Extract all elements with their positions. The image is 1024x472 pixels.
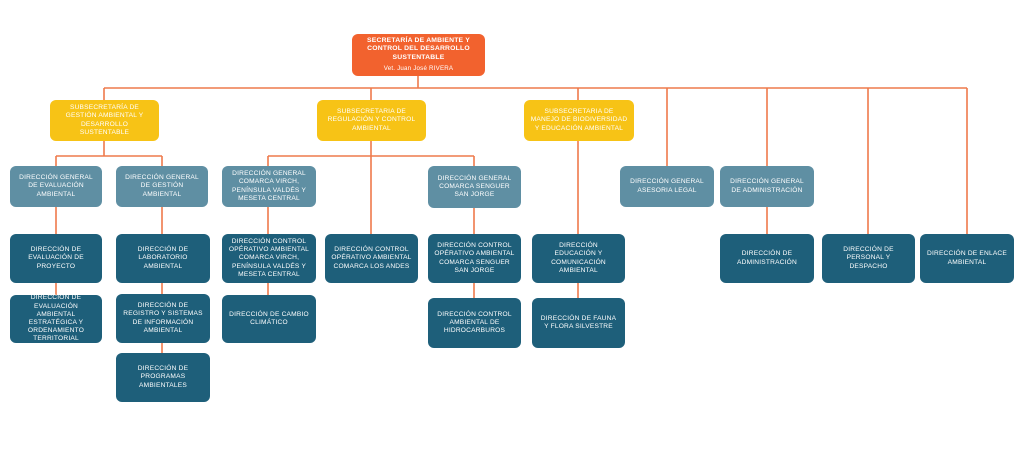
dir-fauna-flora: DIRECCIÓN DE FAUNA Y FLORA SILVESTRE	[532, 298, 625, 348]
dir-personal-despacho: DIRECCIÓN DE PERSONAL Y DESPACHO	[822, 234, 915, 283]
dir-laboratorio-ambiental: DIRECCIÓN DE LABORATORIO AMBIENTAL	[116, 234, 210, 283]
secretaria-box: SECRETARÍA de AMBIENTE y CONTROL del DES…	[352, 34, 485, 76]
dg-evaluacion-ambiental: DIRECCIÓN GENERAL DE EVALUACIÓN AMBIENTA…	[10, 166, 102, 207]
dir-programas-ambientales: DIRECCIÓN DE PROGRAMAS AMBIENTALES	[116, 353, 210, 402]
dg-comarca-senguer: DIRECCIÓN GENERAL COMARCA SENGUER SAN JO…	[428, 166, 521, 208]
dir-enlace-ambiental: DIRECCIÓN DE ENLACE AMBIENTAL	[920, 234, 1014, 283]
dir-evaluacion-estrategica: DIRECCIÓN DE EVALUACIÓN AMBIENTAL ESTRAT…	[10, 294, 102, 343]
dir-educacion-comunicacion: DIRECCIÓN EDUCACIÓN Y COMUNICACIÓN AMBIE…	[532, 234, 625, 283]
dir-control-senguer: DIRECCIÓN CONTROL OPÉRATIVO AMBIENTAL CO…	[428, 234, 521, 283]
subsecretaria-manejo-biodiversidad: SUBSECRETARIA DE MANEJO DE BIODIVERSIDAD…	[524, 100, 634, 141]
dir-registro-sistemas: DIRECCIÓN DE REGISTRO Y SISTEMAS DE INFO…	[116, 294, 210, 343]
dir-control-hidrocarburos: DIRECCIÓN CONTROL AMBIENTAL DE HIDROCARB…	[428, 298, 521, 348]
dg-gestion-ambiental: DIRECCIÓN GENERAL DE GESTIÓN AMBIENTAL	[116, 166, 208, 207]
dir-control-los-andes: DIRECCIÓN CONTROL OPÉRATIVO AMBIENTAL CO…	[325, 234, 418, 283]
secretaria-person: Vet. Juan José RIVERA	[383, 65, 454, 73]
dg-comarca-virch: DIRECCIÓN GENERAL COMARCA VIRCH, PENÍNSU…	[222, 166, 316, 207]
subsecretaria-gestion-ambiental: SUBSECRETARÍA DE GESTIÓN AMBIENTAL Y DES…	[50, 100, 159, 141]
dir-evaluacion-proyecto: DIRECCIÓN DE EVALUACIÓN DE PROYECTO	[10, 234, 102, 283]
dg-asesoria-legal: DIRECCIÓN GENERAL ASESORIA LEGAL	[620, 166, 714, 207]
dir-administracion: DIRECCIÓN DE ADMINISTRACIÓN	[720, 234, 814, 283]
dir-cambio-climatico: DIRECCIÓN DE CAMBIO CLIMÁTICO	[222, 295, 316, 343]
subsecretaria-regulacion-control: SUBSECRETARIA DE REGULACIÓN Y CONTROL AM…	[317, 100, 426, 141]
dir-control-virch: DIRECCIÓN CONTROL OPÉRATIVO AMBIENTAL CO…	[222, 234, 316, 283]
dg-administracion: DIRECCIÓN GENERAL DE ADMINISTRACIÓN	[720, 166, 814, 207]
secretaria-title: SECRETARÍA de AMBIENTE y CONTROL del DES…	[367, 36, 470, 61]
